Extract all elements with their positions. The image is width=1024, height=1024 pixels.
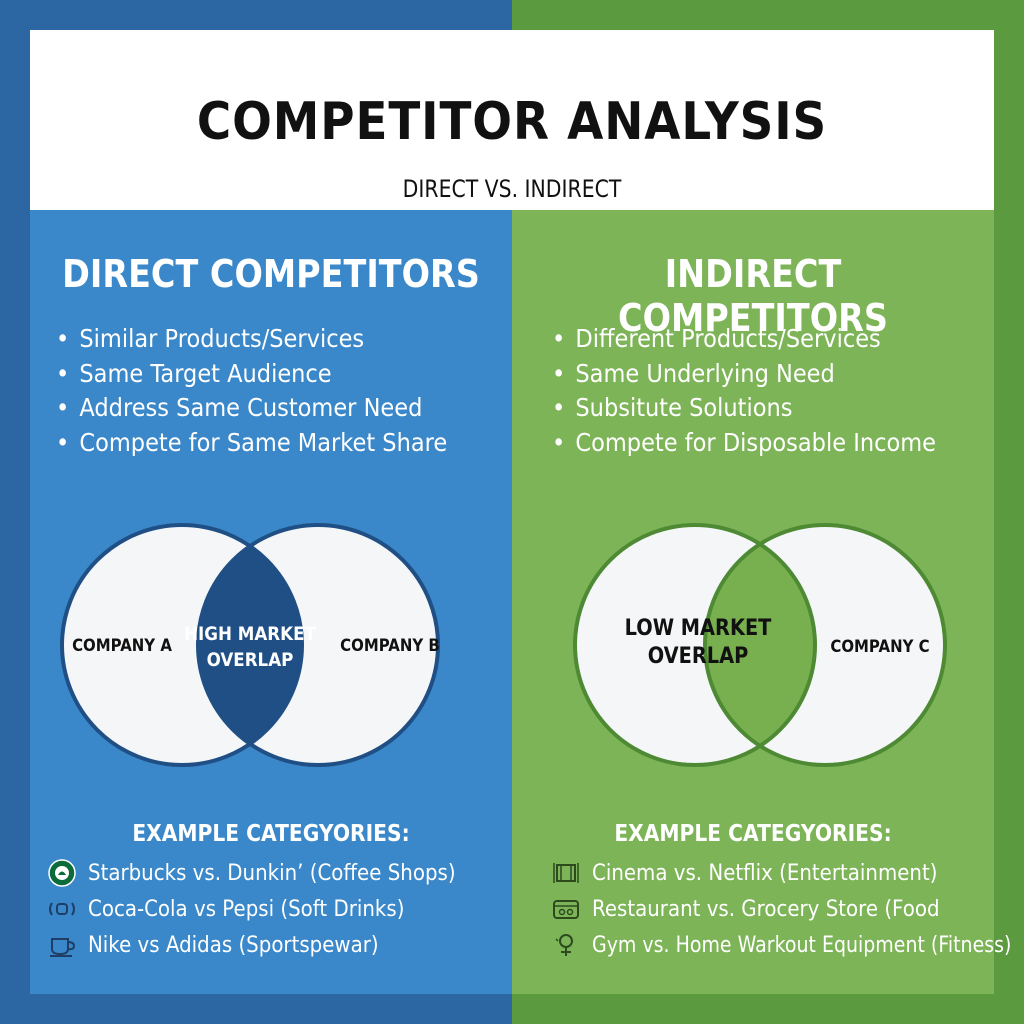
page-subtitle: DIRECT VS. INDIRECT	[402, 175, 622, 203]
direct-bullet: •Same Target Audience	[56, 358, 332, 388]
coffee-logo-icon	[48, 859, 76, 887]
list-item: Coca-Cola vs Pepsi (Soft Drinks)	[46, 891, 496, 927]
company-c-label: COMPANY C	[830, 636, 929, 656]
example-text: Restaurant vs. Grocery Store (Food	[592, 896, 940, 922]
direct-competitors-panel: DIRECT COMPETITORS •Similar Products/Ser…	[30, 210, 512, 994]
direct-title: DIRECT COMPETITORS	[62, 252, 480, 296]
indirect-examples-title: EXAMPLE CATEGYORIES:	[614, 821, 892, 847]
indirect-title: INDIRECT COMPETITORS	[618, 252, 888, 340]
example-text: Nike vs Adidas (Sportspewar)	[88, 932, 379, 958]
high-overlap-label-line1: HIGH MARKET	[184, 623, 317, 645]
list-item: Starbucks vs. Dunkin’ (Coffee Shops)	[46, 855, 496, 891]
indirect-venn-diagram: LOW MARKET OVERLAP COMPANY C	[573, 523, 947, 767]
header-banner: COMPETITOR ANALYSIS DIRECT VS. INDIRECT	[30, 30, 994, 210]
company-a-label: COMPANY A	[72, 635, 172, 655]
list-item: Nike vs Adidas (Sportspewar)	[46, 927, 496, 963]
indirect-bullet: •Different Products/Services	[552, 324, 881, 353]
high-overlap-label-line2: OVERLAP	[207, 649, 294, 671]
cup-icon	[50, 938, 76, 957]
direct-bullet-list: •Similar Products/Services •Same Target …	[56, 322, 491, 460]
store-icon	[553, 900, 579, 919]
page-title: COMPETITOR ANALYSIS	[196, 92, 828, 152]
example-text: Coca-Cola vs Pepsi (Soft Drinks)	[88, 896, 405, 922]
direct-bullet: •Address Same Customer Need	[56, 393, 423, 422]
indirect-bullet: •Subsitute Solutions	[552, 393, 793, 422]
direct-bullet: •Similar Products/Services	[56, 324, 365, 353]
direct-venn-diagram: COMPANY A HIGH MARKET OVERLAP COMPANY B	[60, 523, 440, 767]
low-overlap-label-line1: LOW MARKET	[625, 615, 773, 640]
direct-examples-title: EXAMPLE CATEGYORIES:	[132, 821, 410, 847]
list-item: Restaurant vs. Grocery Store (Food	[550, 891, 1024, 927]
example-text: Cinema vs. Netflix (Entertainment)	[592, 860, 938, 886]
low-overlap-label-line2: OVERLAP	[648, 643, 749, 668]
soda-icon	[49, 902, 75, 916]
low-overlap-region	[705, 525, 815, 765]
indirect-bullet: •Same Underlying Need	[552, 358, 835, 388]
direct-examples-list: Starbucks vs. Dunkin’ (Coffee Shops) Coc…	[46, 855, 496, 963]
indirect-bullet: •Compete for Disposable Income	[552, 427, 937, 457]
list-item: Cinema vs. Netflix (Entertainment)	[550, 855, 1024, 891]
example-text: Gym vs. Home Warkout Equipment (Fitness)	[592, 932, 1012, 958]
company-b-label: COMPANY B	[340, 635, 440, 655]
high-overlap-region	[198, 525, 302, 765]
direct-bullet: •Compete for Same Market Share	[56, 427, 448, 457]
dumbbell-icon	[555, 934, 573, 956]
indirect-bullet-list: •Different Products/Services •Same Under…	[552, 322, 979, 460]
list-item: Gym vs. Home Warkout Equipment (Fitness)	[550, 927, 1024, 963]
indirect-competitors-panel: INDIRECT COMPETITORS •Different Products…	[512, 210, 1011, 994]
indirect-examples-list: Cinema vs. Netflix (Entertainment) Resta…	[550, 855, 1024, 963]
film-icon	[553, 863, 579, 883]
example-text: Starbucks vs. Dunkin’ (Coffee Shops)	[88, 860, 456, 886]
